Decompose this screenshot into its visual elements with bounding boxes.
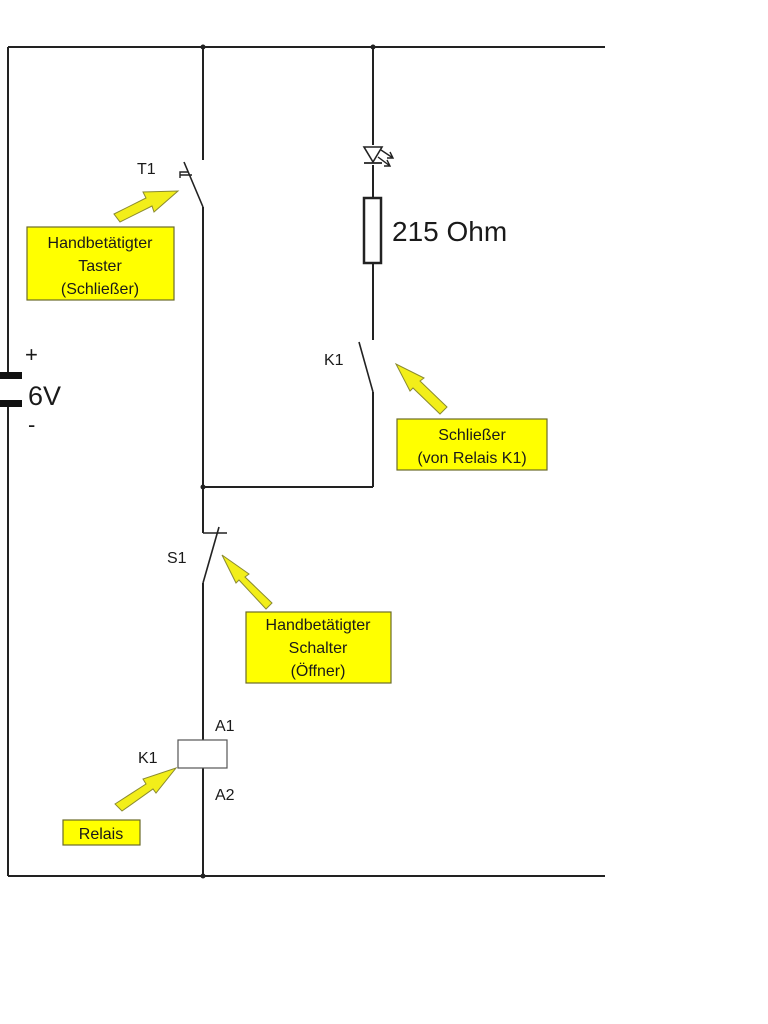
callout-taster: Handbetätigter Taster (Schließer): [26, 226, 175, 301]
pushbutton-actuator-icon: [179, 171, 192, 178]
callout-line: Handbetätigter: [266, 617, 372, 634]
callout-line: Taster: [78, 258, 122, 275]
relay-coil-symbol: [177, 739, 228, 769]
battery-symbol: + 6V -: [0, 342, 61, 437]
callout-line: Relais: [79, 826, 123, 843]
arrow-icon: [113, 190, 180, 223]
relay-coil-label: K1: [138, 750, 158, 767]
callout-relais: Relais: [62, 819, 141, 846]
callout-schliesser: Schließer (von Relais K1): [396, 418, 548, 471]
battery-plate-plus: [0, 372, 22, 379]
junction-dot: [200, 873, 206, 879]
battery-voltage-label: 6V: [28, 381, 61, 411]
relay-contact-label: K1: [324, 352, 344, 369]
led-icon: [362, 146, 395, 167]
wires: [7, 46, 605, 877]
resistor: 215 Ohm: [362, 196, 507, 265]
callout-line: Handbetätigter: [48, 235, 154, 252]
switch-s1: S1: [167, 526, 227, 584]
pushbutton-label: T1: [137, 161, 156, 178]
arrow-icon: [394, 362, 448, 415]
coil-terminal-a1: A1: [215, 718, 235, 735]
callout-line: Schalter: [289, 640, 348, 657]
callout-line: (von Relais K1): [417, 450, 526, 467]
resistor-symbol: [362, 196, 383, 265]
coil-terminal-a2: A2: [215, 787, 235, 804]
junction-dot: [370, 44, 376, 50]
callout-schalter: Handbetätigter Schalter (Öffner): [245, 611, 392, 684]
battery-plus-label: +: [25, 342, 38, 367]
callout-line: (Öffner): [291, 662, 346, 680]
battery-minus-label: -: [28, 412, 35, 437]
switch-blade: [202, 526, 220, 584]
resistor-value: 215 Ohm: [392, 216, 507, 247]
battery-plate-minus: [0, 400, 22, 407]
relay-contact-k1: K1: [324, 341, 374, 393]
pushbutton-blade: [183, 161, 204, 208]
junction-dot: [200, 484, 206, 490]
relay-contact-blade: [358, 341, 374, 393]
junction-dot: [200, 44, 206, 50]
arrow-icon: [114, 766, 178, 812]
switch-label: S1: [167, 550, 187, 567]
relay-coil-k1: K1 A1 A2: [138, 718, 235, 804]
pushbutton-t1: T1: [137, 161, 204, 208]
junction-dots: [200, 44, 376, 879]
callout-line: Schließer: [438, 427, 506, 444]
callout-line: (Schließer): [61, 281, 139, 298]
arrow-icon: [221, 554, 273, 610]
